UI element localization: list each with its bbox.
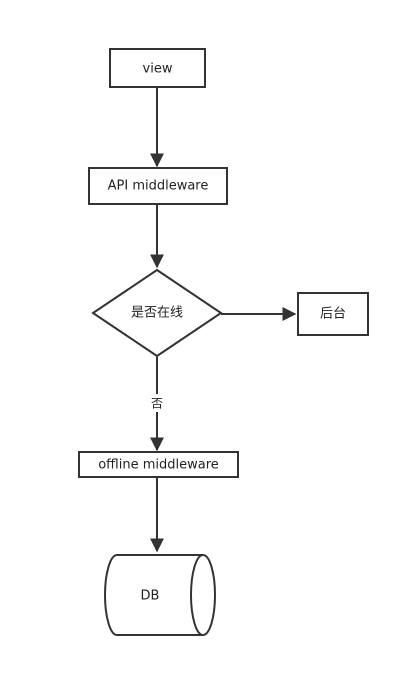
node-api-middleware [88,167,228,205]
node-view [109,48,206,88]
node-online-check-label: 是否在线 [131,306,183,321]
node-backend-label: 后台 [320,307,346,322]
node-view-label: view [143,62,173,77]
node-offline-middleware [78,451,239,478]
node-online-check [91,268,223,358]
edge-label-no: 否 [151,397,163,411]
node-db [104,554,216,636]
node-api-middleware-label: API middleware [108,179,209,194]
node-db-rim [190,554,204,636]
node-db-label: DB [141,589,160,604]
edge-label-no-background [149,394,165,412]
node-backend [297,292,369,336]
node-offline-middleware-label: offline middleware [98,458,219,473]
